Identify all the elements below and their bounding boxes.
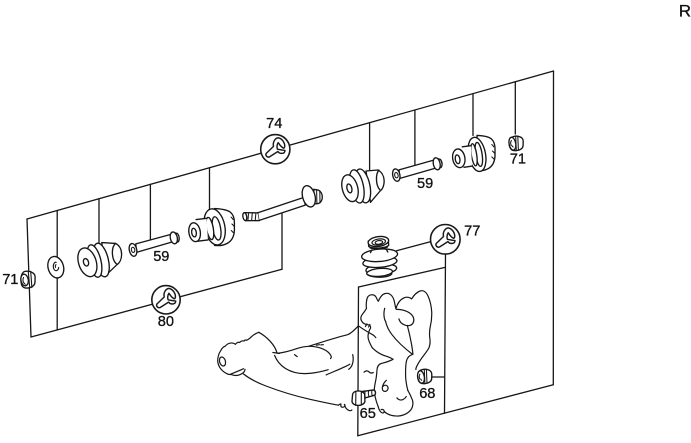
svg-text:71: 71 [510, 152, 526, 168]
svg-text:71: 71 [2, 272, 18, 288]
svg-text:77: 77 [464, 224, 480, 240]
svg-text:R: R [679, 2, 691, 21]
svg-text:59: 59 [417, 176, 433, 192]
svg-text:59: 59 [153, 249, 169, 265]
svg-text:65: 65 [360, 406, 376, 422]
svg-text:68: 68 [419, 386, 435, 402]
svg-text:80: 80 [158, 314, 174, 330]
svg-text:74: 74 [266, 116, 282, 132]
